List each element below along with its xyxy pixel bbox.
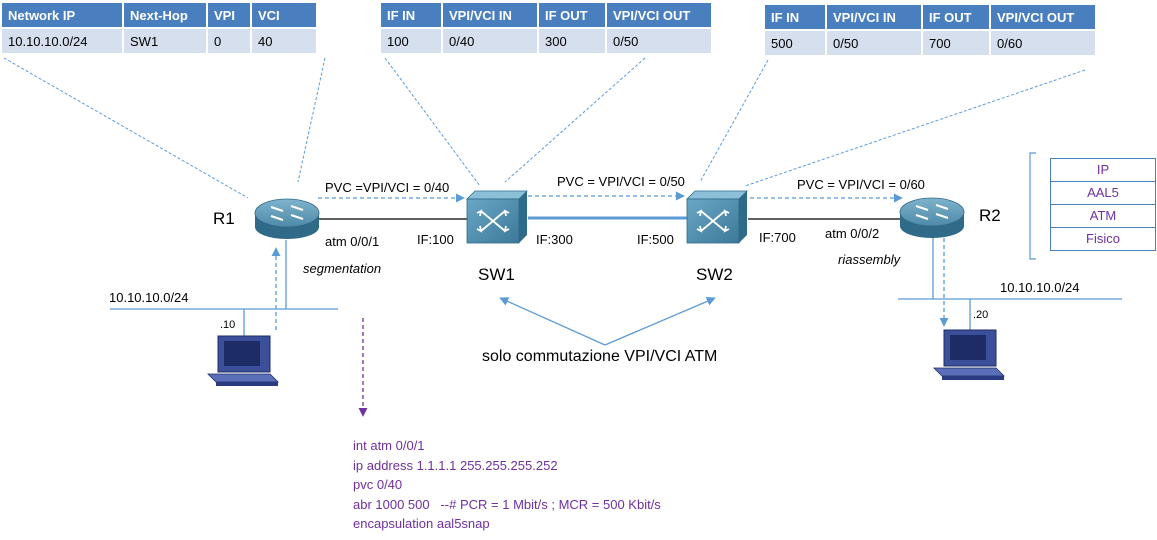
interface-label-sw1-out: IF:300 bbox=[536, 232, 573, 247]
config-line: pvc 0/40 bbox=[353, 477, 403, 492]
col-header-vpivci-out: VPI/VCI OUT bbox=[607, 3, 711, 27]
col-header-vpivci-in: VPI/VCI IN bbox=[443, 3, 537, 27]
device-label-sw2: SW2 bbox=[696, 265, 733, 284]
right-host-address: .20 bbox=[973, 309, 989, 321]
device-label-r2: R2 bbox=[979, 206, 1001, 225]
device-label-r1: R1 bbox=[213, 209, 235, 228]
router-icon bbox=[254, 198, 320, 239]
switching-note-arrows bbox=[499, 297, 716, 346]
table-cell: 100 bbox=[381, 29, 441, 53]
col-header-vpi: VPI bbox=[208, 3, 250, 27]
right-lan bbox=[898, 238, 1122, 332]
sw2-switching-table: IF IN VPI/VCI IN IF OUT VPI/VCI OUT 500 … bbox=[763, 3, 1097, 57]
left-lan bbox=[110, 240, 338, 340]
computer-icon bbox=[933, 329, 1005, 380]
table-row: 10.10.10.0/24 SW1 0 40 bbox=[2, 29, 316, 53]
device-label-sw1: SW1 bbox=[478, 265, 515, 284]
config-line: encapsulation aal5snap bbox=[353, 516, 490, 531]
switching-note: solo commutazione VPI/VCI ATM bbox=[482, 348, 718, 365]
pvc-label-sw2-r2: PVC = VPI/VCI = 0/60 bbox=[797, 177, 925, 192]
pvc-label-r1-sw1: PVC =VPI/VCI = 0/40 bbox=[325, 180, 450, 195]
col-header-vpivci-in: VPI/VCI IN bbox=[827, 5, 921, 29]
sw1-switching-table: IF IN VPI/VCI IN IF OUT VPI/VCI OUT 100 … bbox=[379, 1, 713, 55]
table-cell: SW1 bbox=[124, 29, 206, 53]
table-cell: 500 bbox=[765, 31, 825, 55]
table-row: 500 0/50 700 0/60 bbox=[765, 31, 1095, 55]
col-header-if-in: IF IN bbox=[381, 3, 441, 27]
table-cell: 0/50 bbox=[607, 29, 711, 53]
pvc-label-sw1-sw2: PVC = VPI/VCI = 0/50 bbox=[557, 174, 685, 189]
col-header-vci: VCI bbox=[252, 3, 316, 27]
protocol-layer-ip: IP bbox=[1050, 158, 1156, 182]
col-header-if-out: IF OUT bbox=[923, 5, 989, 29]
protocol-stack: IP AAL5 ATM Fisico bbox=[1050, 158, 1156, 251]
protocol-layer-aal5: AAL5 bbox=[1050, 181, 1156, 205]
col-header-next-hop: Next-Hop bbox=[124, 3, 206, 27]
physical-links bbox=[318, 216, 905, 220]
segmentation-label: segmentation bbox=[303, 261, 382, 276]
left-lan-network: 10.10.10.0/24 bbox=[109, 290, 189, 305]
config-line: int atm 0/0/1 bbox=[353, 438, 425, 453]
config-line: ip address 1.1.1.1 255.255.255.252 bbox=[353, 457, 558, 473]
reassembly-label: riassembly bbox=[838, 252, 901, 267]
interface-label-sw2-out: IF:700 bbox=[759, 230, 796, 245]
col-header-network-ip: Network IP bbox=[2, 3, 122, 27]
router-config: int atm 0/0/1 ip address 1.1.1.1 255.255… bbox=[353, 436, 661, 534]
table-leader-lines bbox=[3, 57, 1086, 199]
table-cell: 0/60 bbox=[991, 31, 1095, 55]
table-cell: 10.10.10.0/24 bbox=[2, 29, 122, 53]
interface-label-sw2-in: IF:500 bbox=[637, 232, 674, 247]
right-lan-network: 10.10.10.0/24 bbox=[1000, 280, 1080, 295]
table-cell: 40 bbox=[252, 29, 316, 53]
col-header-if-out: IF OUT bbox=[539, 3, 605, 27]
protocol-layer-fisico: Fisico bbox=[1050, 227, 1156, 251]
table-cell: 0/50 bbox=[827, 31, 921, 55]
interface-label-r2-atm: atm 0/0/2 bbox=[825, 226, 880, 241]
atm-switch-icon bbox=[466, 190, 528, 244]
col-header-if-in: IF IN bbox=[765, 5, 825, 29]
interface-label-r1-atm: atm 0/0/1 bbox=[325, 234, 380, 249]
left-host-address: .10 bbox=[220, 319, 236, 331]
interface-label-sw1-in: IF:100 bbox=[417, 232, 454, 247]
config-line: abr 1000 500 --# PCR = 1 Mbit/s ; MCR = … bbox=[353, 496, 661, 512]
protocol-stack-brace bbox=[1029, 152, 1036, 260]
col-header-vpivci-out: VPI/VCI OUT bbox=[991, 5, 1095, 29]
protocol-layer-atm: ATM bbox=[1050, 204, 1156, 228]
router-icon bbox=[899, 197, 965, 238]
table-row: 100 0/40 300 0/50 bbox=[381, 29, 711, 53]
computer-icon bbox=[207, 335, 279, 386]
pvc-arrows bbox=[318, 191, 903, 203]
table-cell: 700 bbox=[923, 31, 989, 55]
r1-routing-table: Network IP Next-Hop VPI VCI 10.10.10.0/2… bbox=[0, 1, 318, 55]
table-cell: 0/40 bbox=[443, 29, 537, 53]
atm-switch-icon bbox=[686, 190, 748, 244]
table-cell: 300 bbox=[539, 29, 605, 53]
table-cell: 0 bbox=[208, 29, 250, 53]
